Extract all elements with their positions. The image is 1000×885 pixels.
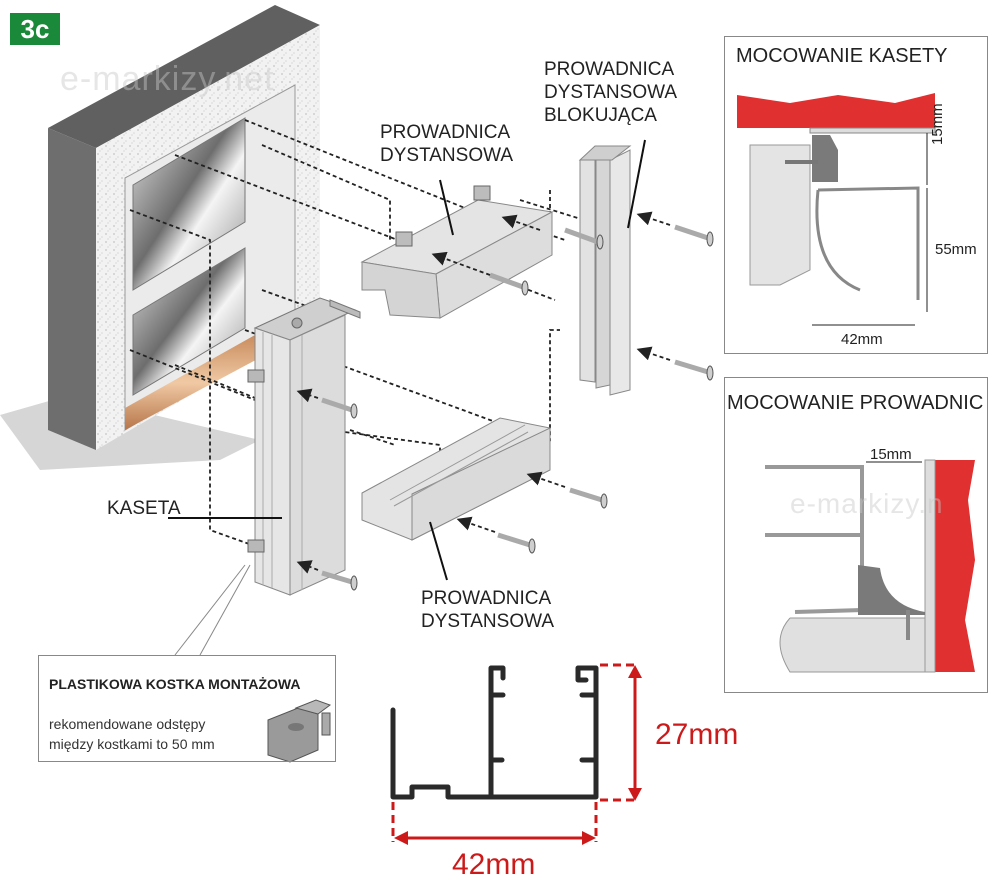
screw <box>569 487 608 509</box>
cassette <box>247 297 361 596</box>
mounting-block-icon <box>267 699 332 763</box>
label-line: DYSTANSOWA <box>380 145 514 166</box>
callout-text: rekomendowane odstępy między kostkami to… <box>49 714 215 754</box>
label-line: DYSTANSOWA <box>421 611 555 632</box>
screws <box>321 224 714 591</box>
callout-text-line: między kostkami to 50 mm <box>49 736 215 752</box>
label-spacer-rail-bottom: PROWADNICA DYSTANSOWA <box>421 587 554 633</box>
callout-pointer <box>174 564 251 656</box>
panel-title: MOCOWANIE PROWADNIC <box>727 392 984 414</box>
watermark: e-markizy.net <box>60 60 275 98</box>
panel-title: MOCOWANIE KASETY <box>736 45 948 67</box>
screw <box>497 532 536 554</box>
rail-mount-drawing <box>765 459 975 673</box>
screw <box>674 224 714 247</box>
panel-cassette-mounting: MOCOWANIE KASETY 15mm 55mm 42mm <box>724 36 988 354</box>
dim-gap: 15mm <box>929 103 946 145</box>
profile-cross-section <box>390 665 599 800</box>
profile-dimension-lines <box>391 663 642 845</box>
cassette-mount-drawing <box>737 93 936 326</box>
dim-gap: 15mm <box>870 446 912 463</box>
dim-height: 55mm <box>935 241 977 258</box>
label-locking-spacer-rail: PROWADNICA DYSTANSOWA BLOKUJĄCA <box>544 58 677 127</box>
label-line: DYSTANSOWA <box>544 82 678 103</box>
step-badge: 3c <box>10 13 60 45</box>
label-cassette: KASETA <box>107 498 181 519</box>
screw <box>321 397 358 419</box>
label-line: PROWADNICA <box>544 59 675 80</box>
panel-rail-mounting: MOCOWANIE PROWADNIC 15mm <box>724 377 988 693</box>
callout-title: PLASTIKOWA KOSTKA MONTAŻOWA <box>49 676 301 692</box>
leader-lines <box>168 139 646 581</box>
callout-text-line: rekomendowane odstępy <box>49 716 206 732</box>
locking-spacer-rail <box>578 145 632 396</box>
label-line: BLOKUJĄCA <box>544 105 657 126</box>
screw <box>321 570 358 591</box>
callout-mounting-block: PLASTIKOWA KOSTKA MONTAŻOWA rekomendowan… <box>38 655 336 762</box>
label-line: PROWADNICA <box>380 122 511 143</box>
screw <box>564 227 604 250</box>
screw-arrows <box>296 211 671 574</box>
spacer-rail-top <box>360 185 554 319</box>
spacer-rail-bottom <box>361 417 551 541</box>
label-line: PROWADNICA <box>421 588 552 609</box>
profile-width-dimension: 42mm <box>452 848 536 881</box>
screw <box>489 272 529 296</box>
dim-width: 42mm <box>841 331 883 348</box>
label-spacer-rail-top: PROWADNICA DYSTANSOWA <box>380 121 513 167</box>
profile-height-dimension: 27mm <box>655 718 739 751</box>
screw <box>674 359 714 381</box>
watermark-panel: e-markizy.n <box>790 488 944 519</box>
